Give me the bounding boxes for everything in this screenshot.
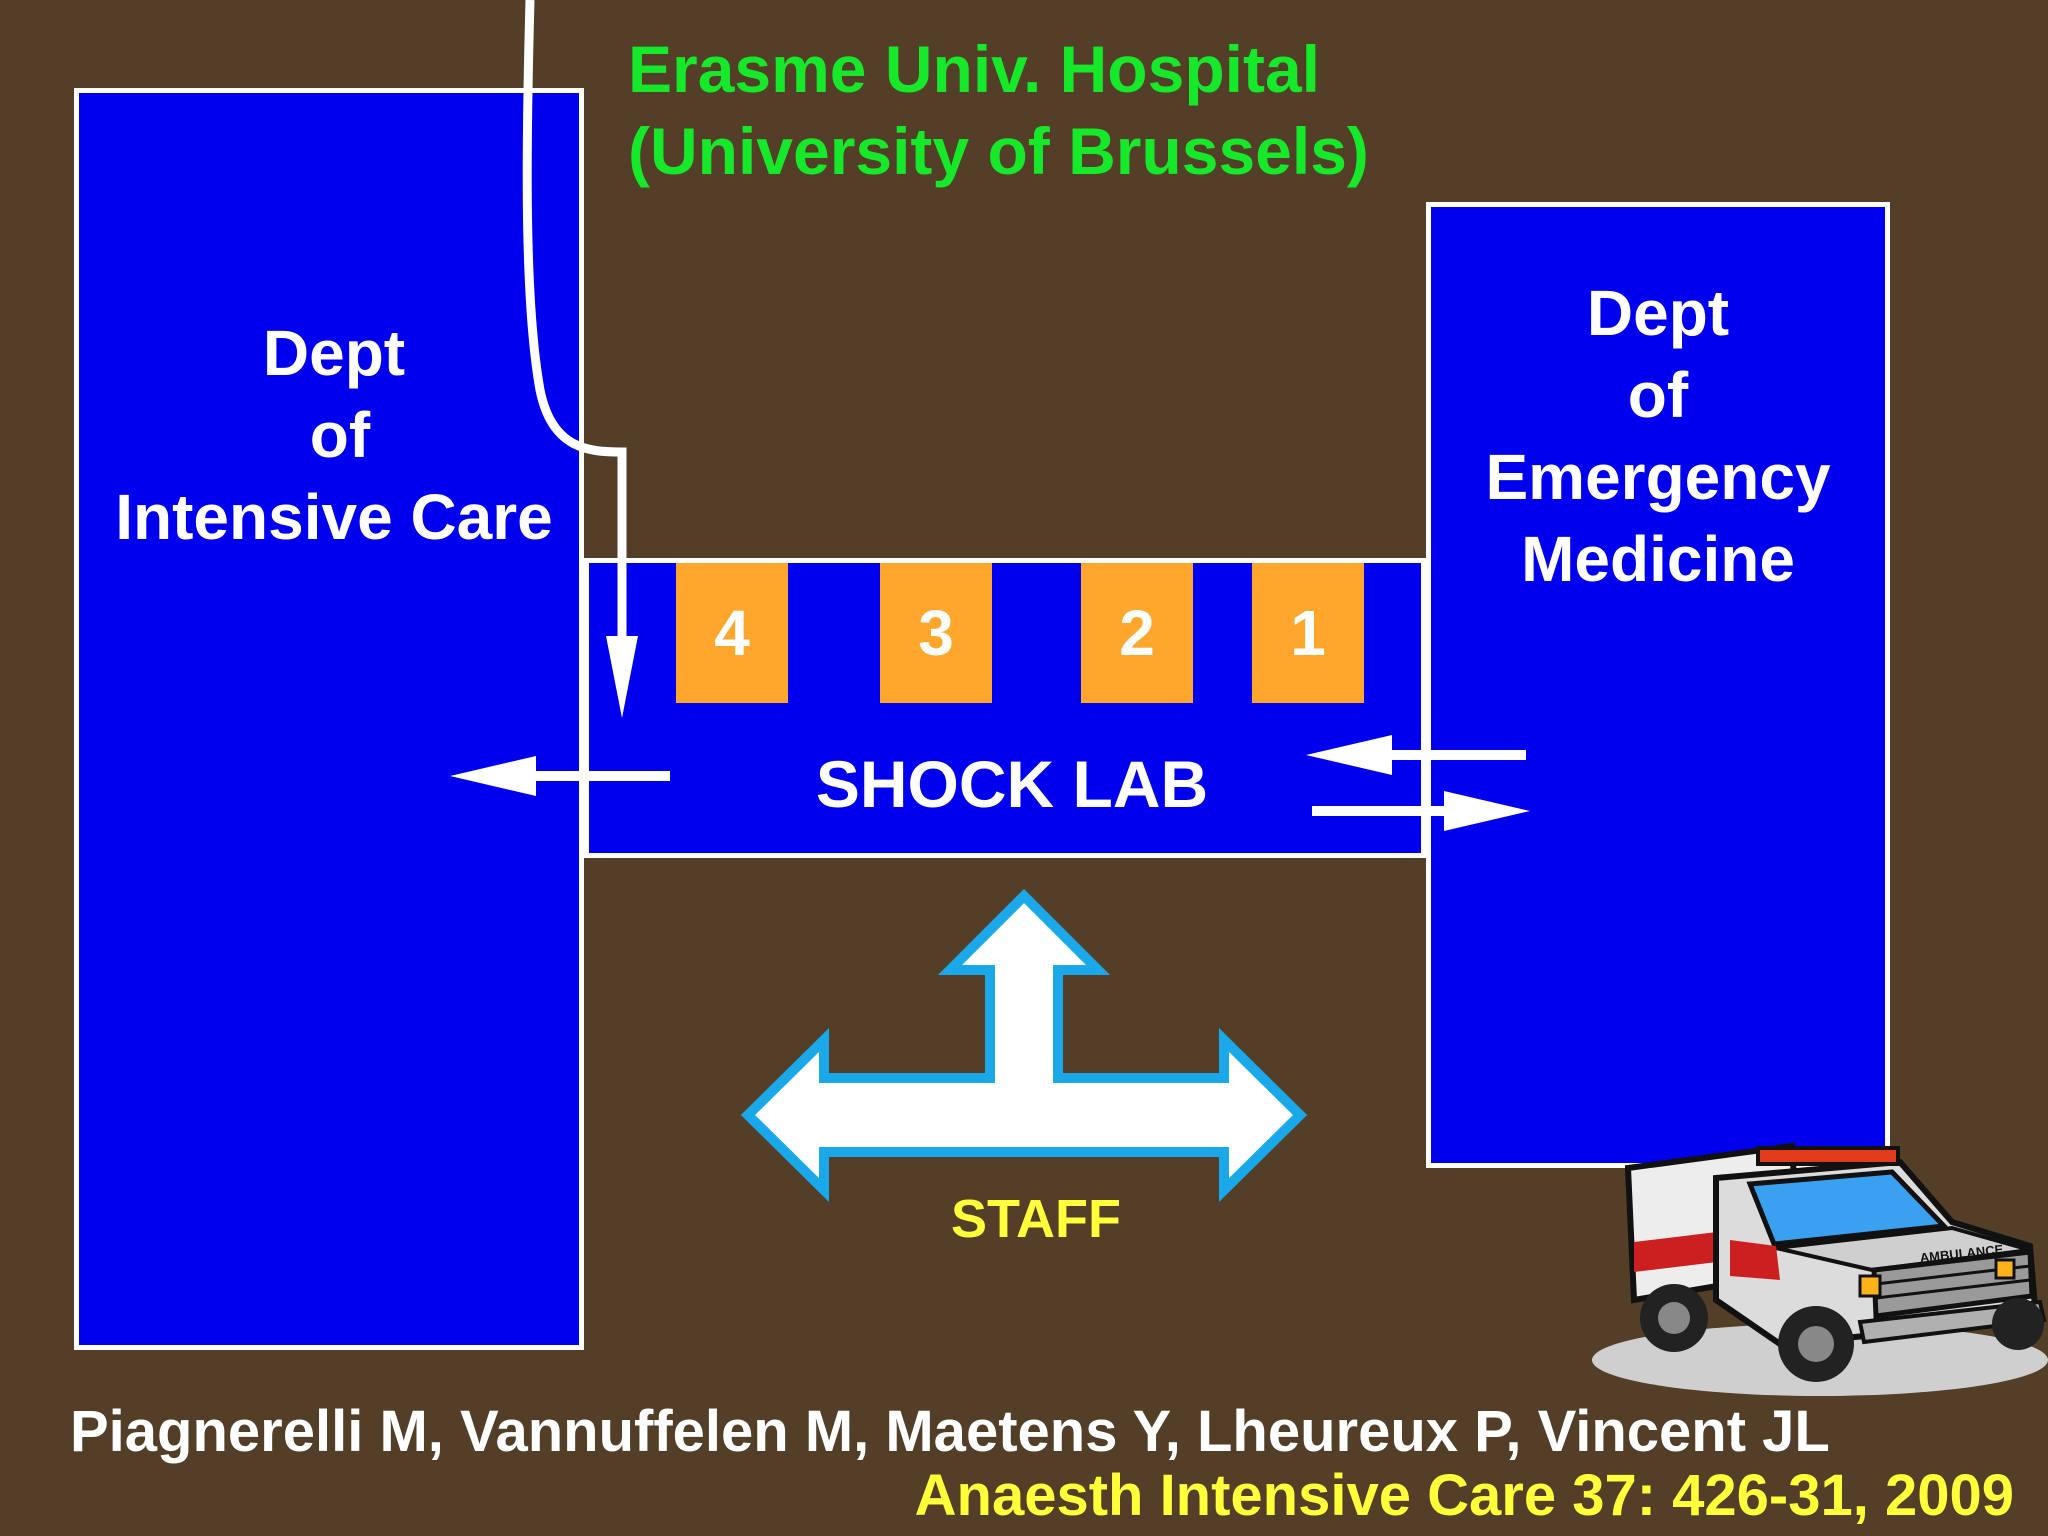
arrow-to-icu-head [450,756,536,796]
shock-lab-label: SHOCK LAB [815,747,1209,821]
reference-citation: Anaesth Intensive Care 37: 426-31, 2009 [914,1463,2014,1528]
arrow-from-emergency-head [1306,735,1392,775]
emergency-label-line2: of [1627,359,1689,431]
emergency-label: Dept of Emergency Medicine [1434,272,1882,600]
bed-2: 2 [1081,563,1193,703]
ambulance-illustration: AMBULANCE [1592,1142,2048,1396]
staff-arrow [740,888,1308,1202]
patient-entry-path [522,0,627,646]
emergency-box [1426,202,1890,1168]
hospital-title-line1: Erasme Univ. Hospital [628,32,1321,106]
patient-entry-arrowhead [606,636,638,718]
icu-label-line2: of [309,399,371,471]
hospital-title-line2: (University of Brussels) [628,114,1369,188]
arrow-to-emergency-head [1444,791,1530,831]
icu-label-line1: Dept [262,317,406,389]
icu-box [74,88,584,1350]
emergency-label-line3: Emergency [1485,441,1831,513]
bed-1: 1 [1252,563,1364,703]
emergency-label-line1: Dept [1586,277,1730,349]
icu-label-line3: Intensive Care [115,481,553,553]
bed-4: 4 [676,563,788,703]
bed-3: 3 [880,563,992,703]
emergency-label-line4: Medicine [1521,523,1795,595]
staff-label: STAFF [951,1189,1121,1249]
reference-authors: Piagnerelli M, Vannuffelen M, Maetens Y,… [70,1399,1830,1464]
hospital-title: Erasme Univ. Hospital (University of Bru… [628,28,1369,192]
icu-label: Dept of Intensive Care [84,312,584,558]
